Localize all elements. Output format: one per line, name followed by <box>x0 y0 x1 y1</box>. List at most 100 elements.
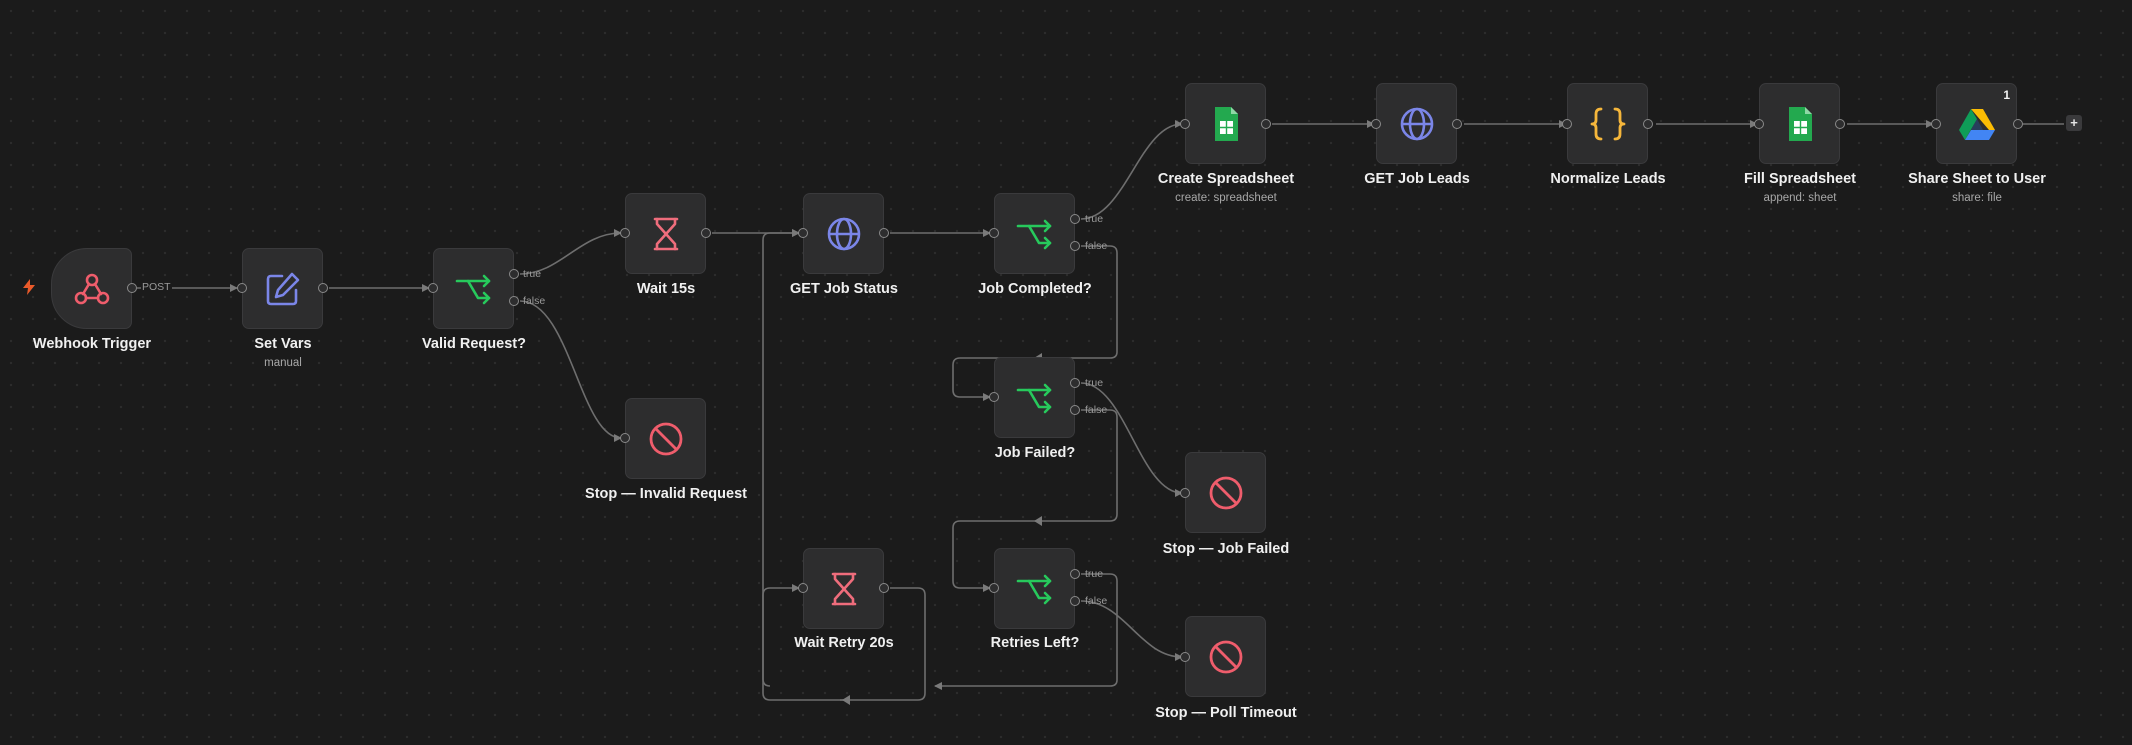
edge-jobcompleted-true-create <box>1080 120 1183 220</box>
node-share-sheet[interactable]: 1 <box>1936 83 2017 164</box>
if-branch-icon <box>1013 212 1057 256</box>
trigger-bolt-icon <box>23 279 35 295</box>
node-webhook-trigger[interactable] <box>51 248 132 329</box>
branch-label-false: false <box>1085 404 1108 416</box>
node-normalize-leads[interactable] <box>1567 83 1648 164</box>
share-output-handle[interactable] <box>2013 119 2023 129</box>
node-label: Webhook Trigger <box>32 336 152 352</box>
edge-arrow-mid-2 <box>1034 516 1042 526</box>
edge-valid-false-stop <box>519 300 622 442</box>
add-node-button[interactable]: + <box>2066 115 2082 131</box>
getleads-input-handle[interactable] <box>1371 119 1381 129</box>
hourglass-icon <box>644 212 688 256</box>
node-label: GET Job Status <box>790 281 898 297</box>
valid-false-handle[interactable] <box>509 296 519 306</box>
node-job-failed[interactable] <box>994 357 1075 438</box>
jobfailed-input-handle[interactable] <box>989 392 999 402</box>
node-label: Fill Spreadsheet <box>1743 171 1856 187</box>
pencil-edit-icon <box>261 267 305 311</box>
node-stop-invalid-request[interactable] <box>625 398 706 479</box>
node-label: Valid Request? <box>422 336 526 352</box>
node-sublabel: create: spreadsheet <box>1175 192 1277 204</box>
hourglass-icon <box>822 567 866 611</box>
stop-icon <box>1204 635 1248 679</box>
node-label: Retries Left? <box>990 635 1080 651</box>
google-sheets-icon <box>1778 102 1822 146</box>
branch-label-true: true <box>1085 377 1104 389</box>
node-stop-job-failed[interactable] <box>1185 452 1266 533</box>
normalize-output-handle[interactable] <box>1643 119 1653 129</box>
fill-output-handle[interactable] <box>1835 119 1845 129</box>
if-branch-icon <box>1013 567 1057 611</box>
waitretry-input-handle[interactable] <box>798 583 808 593</box>
node-sublabel: share: file <box>1952 192 2002 204</box>
code-braces-icon <box>1586 102 1630 146</box>
stop-icon <box>1204 471 1248 515</box>
create-output-handle[interactable] <box>1261 119 1271 129</box>
execution-count-badge: 1 <box>2003 88 2010 102</box>
if-branch-icon <box>1013 376 1057 420</box>
edge-jobfailed-true-stop <box>1080 382 1183 497</box>
node-label: Normalize Leads <box>1550 171 1666 187</box>
stop-icon <box>644 417 688 461</box>
valid-true-handle[interactable] <box>509 269 519 279</box>
node-wait-retry[interactable] <box>803 548 884 629</box>
node-stop-poll-timeout[interactable] <box>1185 616 1266 697</box>
node-wait-15s[interactable] <box>625 193 706 274</box>
node-retries-left[interactable] <box>994 548 1075 629</box>
stop-jobfailed-input-handle[interactable] <box>1180 488 1190 498</box>
if-branch-icon <box>452 267 496 311</box>
google-drive-icon <box>1955 102 1999 146</box>
node-label: Stop — Invalid Request <box>585 486 747 502</box>
jobcompleted-false-handle[interactable] <box>1070 241 1080 251</box>
getstatus-output-handle[interactable] <box>879 228 889 238</box>
fill-input-handle[interactable] <box>1754 119 1764 129</box>
branch-label-false: false <box>1085 595 1108 607</box>
node-fill-spreadsheet[interactable] <box>1759 83 1840 164</box>
node-create-spreadsheet[interactable] <box>1185 83 1266 164</box>
node-get-job-leads[interactable] <box>1376 83 1457 164</box>
branch-label-false: false <box>523 295 546 307</box>
retries-true-handle[interactable] <box>1070 569 1080 579</box>
stop-timeout-input-handle[interactable] <box>1180 652 1190 662</box>
share-input-handle[interactable] <box>1931 119 1941 129</box>
node-label: Share Sheet to User <box>1908 171 2046 187</box>
node-set-vars[interactable] <box>242 248 323 329</box>
globe-icon <box>822 212 866 256</box>
valid-input-handle[interactable] <box>428 283 438 293</box>
node-valid-request[interactable] <box>433 248 514 329</box>
node-sublabel: append: sheet <box>1763 192 1837 204</box>
jobcompleted-input-handle[interactable] <box>989 228 999 238</box>
getstatus-input-handle[interactable] <box>798 228 808 238</box>
wait-input-handle[interactable] <box>620 228 630 238</box>
jobfailed-false-handle[interactable] <box>1070 405 1080 415</box>
setvars-output-handle[interactable] <box>318 283 328 293</box>
branch-label-false: false <box>1085 240 1108 252</box>
retries-false-handle[interactable] <box>1070 596 1080 606</box>
node-sublabel: manual <box>264 357 302 369</box>
webhook-output-handle[interactable] <box>127 283 137 293</box>
node-label: Create Spreadsheet <box>1157 171 1295 187</box>
wait-output-handle[interactable] <box>701 228 711 238</box>
jobcompleted-true-handle[interactable] <box>1070 214 1080 224</box>
getleads-output-handle[interactable] <box>1452 119 1462 129</box>
edge-valid-true-wait <box>519 229 622 275</box>
node-label: GET Job Leads <box>1364 171 1470 187</box>
stop-invalid-input-handle[interactable] <box>620 433 630 443</box>
node-job-completed[interactable] <box>994 193 1075 274</box>
branch-label-true: true <box>1085 213 1104 225</box>
branch-label-true: true <box>523 268 542 280</box>
jobfailed-true-handle[interactable] <box>1070 378 1080 388</box>
normalize-input-handle[interactable] <box>1562 119 1572 129</box>
setvars-input-handle[interactable] <box>237 283 247 293</box>
edge-retries-false-stop <box>1080 600 1183 661</box>
node-label: Stop — Job Failed <box>1162 541 1290 557</box>
waitretry-output-handle[interactable] <box>879 583 889 593</box>
node-label: Job Failed? <box>994 445 1076 461</box>
create-input-handle[interactable] <box>1180 119 1190 129</box>
retries-input-handle[interactable] <box>989 583 999 593</box>
node-get-job-status[interactable] <box>803 193 884 274</box>
node-label: Job Completed? <box>978 281 1092 297</box>
edge-entry-waitretry <box>762 584 800 687</box>
